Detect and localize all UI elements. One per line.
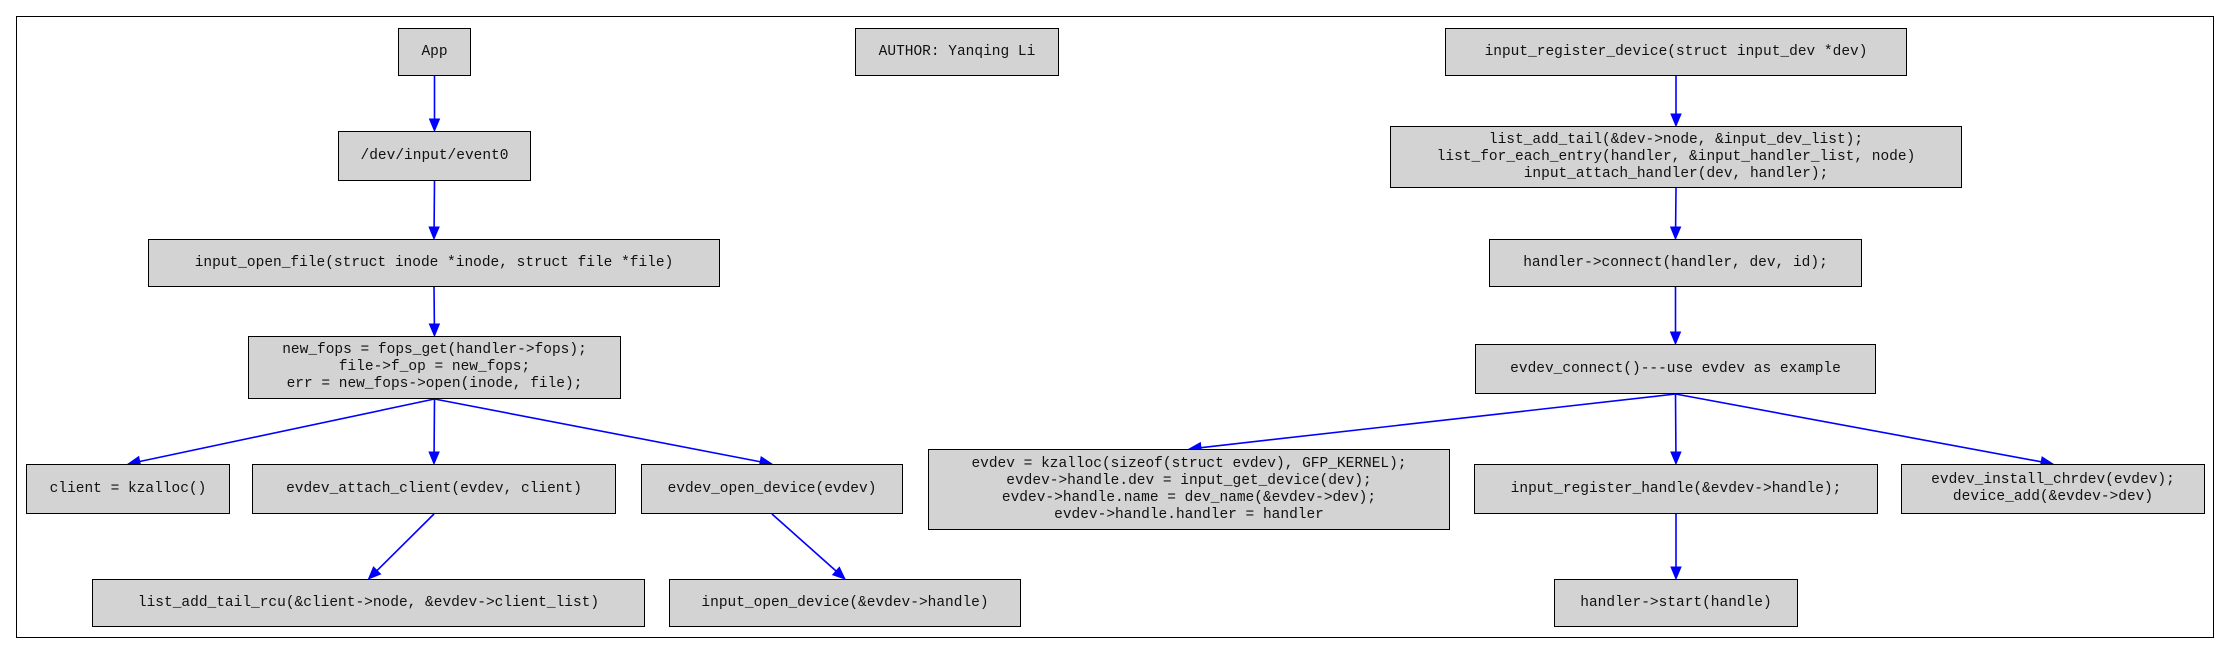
node-handler-connect: handler->connect(handler, dev, id);	[1489, 239, 1862, 287]
node-text-line: evdev->handle.handler = handler	[1054, 506, 1324, 523]
arrowhead	[831, 566, 846, 580]
edge-dev_input_event0-to-input_open_file	[428, 180, 440, 241]
node-text-line: list_for_each_entry(handler, &input_hand…	[1436, 148, 1916, 165]
node-text-line: input_register_handle(&evdev->handle);	[1510, 480, 1842, 497]
edge-line	[139, 398, 435, 463]
edge-line	[376, 513, 435, 572]
node-evdev-open-device: evdev_open_device(evdev)	[641, 464, 903, 514]
arrowhead	[1669, 226, 1682, 241]
node-text-line: App	[421, 43, 448, 60]
node-text-line: evdev->handle.dev = input_get_device(dev…	[1006, 472, 1372, 489]
node-text-line: list_add_tail(&dev->node, &input_dev_lis…	[1488, 131, 1864, 148]
node-text-line: evdev_open_device(evdev)	[667, 480, 877, 497]
edge-input_register_handle-to-handler_start	[1670, 514, 1682, 581]
node-author: AUTHOR: Yanqing Li	[855, 28, 1059, 76]
node-input-open-device: input_open_device(&evdev->handle)	[669, 579, 1021, 627]
arrowhead	[428, 226, 440, 241]
node-input-register-handle: input_register_handle(&evdev->handle);	[1474, 464, 1878, 514]
node-text-line: evdev = kzalloc(sizeof(struct evdev), GF…	[971, 455, 1407, 472]
node-new-fops: new_fops = fops_get(handler->fops);file-…	[248, 336, 621, 399]
node-input-register-device: input_register_device(struct input_dev *…	[1445, 28, 1907, 76]
node-evdev-attach-client: evdev_attach_client(evdev, client)	[252, 464, 616, 514]
edge-evdev_connect-to-input_register_handle	[1670, 393, 1682, 466]
node-app: App	[398, 28, 471, 76]
node-evdev-connect: evdev_connect()---use evdev as example	[1475, 344, 1876, 394]
graph-border	[16, 16, 2214, 638]
node-text-line: err = new_fops->open(inode, file);	[286, 376, 583, 392]
node-handler-start: handler->start(handle)	[1554, 579, 1798, 627]
edge-evdev_connect-to-evdev_kzalloc	[1187, 393, 1676, 454]
edge-app-to-dev_input_event0	[428, 76, 441, 133]
node-text-line: AUTHOR: Yanqing Li	[878, 43, 1036, 60]
node-text-line: client = kzalloc()	[49, 480, 207, 497]
node-list-add-tail-rcu: list_add_tail_rcu(&client->node, &evdev-…	[92, 579, 645, 627]
edge-line	[771, 513, 837, 572]
node-text-line: input_open_file(struct inode *inode, str…	[194, 254, 674, 271]
edge-new_fops-to-evdev_attach_client	[428, 398, 440, 466]
arrowhead	[428, 451, 440, 466]
edge-new_fops-to-evdev_open_device	[434, 398, 774, 468]
node-text-line: evdev->handle.name = dev_name(&evdev->de…	[1001, 489, 1377, 506]
node-text-line: evdev_attach_client(evdev, client)	[286, 480, 582, 497]
arrowhead	[1670, 113, 1682, 128]
edge-handler_connect-to-evdev_connect	[1669, 287, 1682, 346]
edge-list_add_tail-to-handler_connect	[1669, 187, 1682, 241]
node-list-add-tail: list_add_tail(&dev->node, &input_dev_lis…	[1390, 126, 1962, 188]
node-text-line: input_open_device(&evdev->handle)	[701, 594, 989, 611]
arrowhead	[1669, 331, 1682, 346]
node-text-line: evdev_install_chrdev(evdev);	[1931, 472, 2175, 488]
node-text-line: input_register_device(struct input_dev *…	[1484, 43, 1868, 60]
node-client-kzalloc: client = kzalloc()	[26, 464, 230, 514]
node-text-line: handler->start(handle)	[1580, 594, 1772, 611]
node-dev-input-event0: /dev/input/event0	[338, 131, 531, 181]
node-text-line: handler->connect(handler, dev, id);	[1523, 254, 1828, 271]
edge-input_open_file-to-new_fops	[428, 286, 441, 338]
edge-evdev_connect-to-evdev_install_chrdev	[1675, 393, 2055, 468]
node-evdev-kzalloc: evdev = kzalloc(sizeof(struct evdev), GF…	[928, 449, 1450, 530]
edge-line	[1675, 393, 2042, 463]
arrowhead	[1670, 451, 1682, 466]
edge-line	[434, 398, 761, 463]
node-evdev-install-chrdev: evdev_install_chrdev(evdev);device_add(&…	[1901, 464, 2205, 514]
node-text-line: evdev_connect()---use evdev as example	[1510, 360, 1841, 377]
node-text-line: new_fops = fops_get(handler->fops);	[282, 342, 587, 358]
arrowhead	[1670, 566, 1682, 581]
node-text-line: device_add(&evdev->dev)	[1952, 489, 2154, 505]
arrowhead	[428, 118, 441, 133]
arrowhead	[428, 323, 441, 338]
node-text-line: list_add_tail_rcu(&client->node, &evdev-…	[137, 594, 600, 611]
arrowhead	[367, 566, 382, 580]
edge-evdev_attach_client-to-list_add_tail_rcu	[367, 513, 435, 580]
edge-evdev_open_device-to-input_open_device	[771, 513, 846, 580]
node-text-line: /dev/input/event0	[360, 147, 509, 164]
edge-new_fops-to-client_kzalloc	[126, 398, 435, 468]
node-input-open-file: input_open_file(struct inode *inode, str…	[148, 239, 720, 287]
node-text-line: file->f_op = new_fops;	[338, 359, 531, 375]
edge-line	[1200, 393, 1676, 449]
edge-input_register_device-to-list_add_tail	[1670, 76, 1682, 128]
node-text-line: input_attach_handler(dev, handler);	[1523, 165, 1829, 182]
